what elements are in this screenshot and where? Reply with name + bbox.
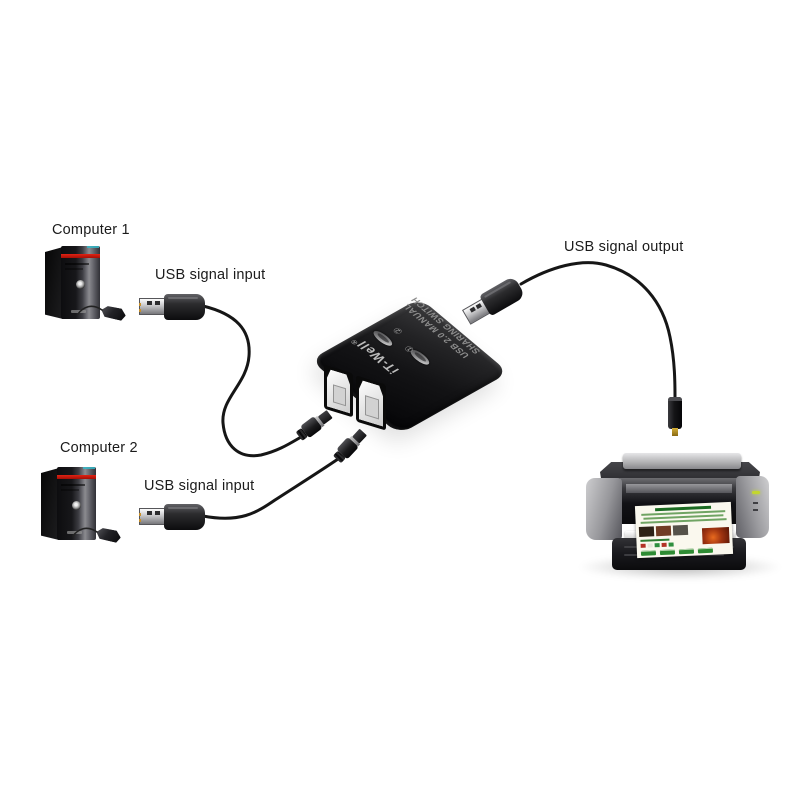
computer2-mouse-cable bbox=[72, 527, 98, 537]
usb-gold-pin bbox=[139, 513, 141, 516]
computer1-mouse-cable bbox=[77, 305, 103, 315]
usb-contact-window bbox=[155, 511, 160, 515]
usb-contact-window bbox=[147, 511, 152, 515]
usb-plug-body bbox=[164, 294, 205, 320]
computer2-usb-cable bbox=[201, 457, 340, 520]
usb-metal-shell bbox=[139, 298, 166, 315]
usb-gold-pin bbox=[139, 309, 141, 312]
tower-red-stripe bbox=[57, 475, 96, 479]
tower-drive-slot bbox=[61, 484, 85, 486]
usb-b-port-slot bbox=[333, 384, 347, 407]
printer-power-led bbox=[752, 491, 760, 494]
port2-number-label: ② bbox=[390, 325, 406, 336]
usb-b-port-opening bbox=[359, 379, 383, 426]
computer2-usb-a-plug bbox=[139, 504, 205, 530]
printer bbox=[577, 448, 783, 580]
tower-drive-slot bbox=[65, 268, 83, 270]
printer-top-lid bbox=[623, 453, 741, 469]
usb-metal-shell bbox=[139, 508, 166, 525]
computer1-label: Computer 1 bbox=[52, 222, 130, 238]
plug-gold-tip bbox=[672, 428, 678, 436]
usb-contact-window bbox=[475, 303, 482, 310]
tower-brand-badge bbox=[71, 310, 86, 313]
tower-top-accent bbox=[83, 467, 95, 469]
plug-collar bbox=[668, 397, 682, 401]
tower-drive-slot bbox=[65, 263, 89, 265]
printer-button bbox=[753, 502, 758, 504]
tower-brand-badge bbox=[67, 531, 82, 534]
tower-side-panel bbox=[41, 468, 59, 540]
usb-gold-pin bbox=[139, 519, 141, 522]
usb-contact-window bbox=[469, 306, 476, 313]
usb-b-port-opening bbox=[327, 368, 350, 413]
printer-button bbox=[753, 509, 758, 511]
usb-input-2-label: USB signal input bbox=[144, 478, 255, 494]
printer-carriage-cover bbox=[626, 484, 732, 493]
computer1-usb-cable bbox=[201, 304, 303, 458]
usb-b-port-2 bbox=[356, 375, 386, 431]
usb-contact-window bbox=[155, 301, 160, 305]
usb-output-label: USB signal output bbox=[564, 239, 684, 255]
usb-contact-window bbox=[147, 301, 152, 305]
tower-side-panel bbox=[45, 247, 63, 319]
tower-top-accent bbox=[87, 246, 99, 248]
computer2-label: Computer 2 bbox=[60, 440, 138, 456]
power-button bbox=[72, 501, 81, 510]
computer1-usb-a-plug bbox=[139, 294, 205, 320]
power-button bbox=[76, 280, 85, 289]
printer-mini-plug bbox=[668, 397, 682, 436]
usb-input-1-label: USB signal input bbox=[155, 267, 266, 283]
usb-b-port-1 bbox=[324, 364, 353, 418]
tower-drive-slot bbox=[61, 489, 79, 491]
usb-b-port-slot bbox=[365, 395, 379, 419]
printer-left-pillar bbox=[586, 478, 622, 540]
printer-right-pillar bbox=[736, 476, 769, 538]
printer-usb-cable bbox=[519, 261, 677, 400]
usb-plug-body bbox=[164, 504, 205, 530]
brand-name: iT-Well bbox=[353, 338, 403, 377]
usb-gold-pin bbox=[139, 303, 141, 306]
tower-red-stripe bbox=[61, 254, 100, 258]
